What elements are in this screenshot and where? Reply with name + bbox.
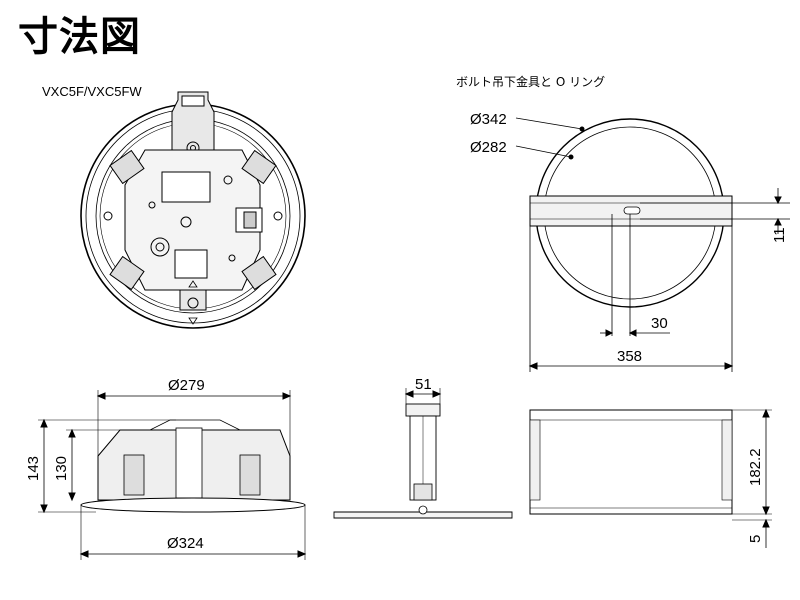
ring-side-view	[529, 408, 772, 548]
bracket-side-view	[333, 388, 513, 519]
dim-body-height: 130	[53, 456, 70, 481]
o-ring-view	[515, 117, 790, 372]
dim-bracket-width: 358	[617, 348, 642, 365]
ring-section-label: ボルト吊下金具と O リング	[456, 75, 606, 89]
dim-inner-ring-dia: Ø282	[470, 139, 507, 156]
speaker-side-view	[38, 390, 307, 560]
model-label: VXC5F/VXC5FW	[42, 84, 142, 99]
dim-bolt-height: 11	[771, 227, 788, 243]
dim-bolt-offset: 30	[651, 315, 668, 332]
dim-bracket-height: 182.2	[747, 448, 764, 486]
dim-outer-ring-dia: Ø342	[470, 111, 507, 128]
dim-total-height: 143	[25, 456, 42, 481]
page-title: 寸法図	[18, 14, 141, 60]
dim-flange-dia: Ø324	[167, 535, 204, 552]
dim-body-dia: Ø279	[168, 377, 205, 394]
speaker-top-view	[80, 91, 306, 329]
dim-flange-thickness: 5	[747, 535, 764, 543]
dim-bracket-top-width: 51	[415, 376, 432, 393]
